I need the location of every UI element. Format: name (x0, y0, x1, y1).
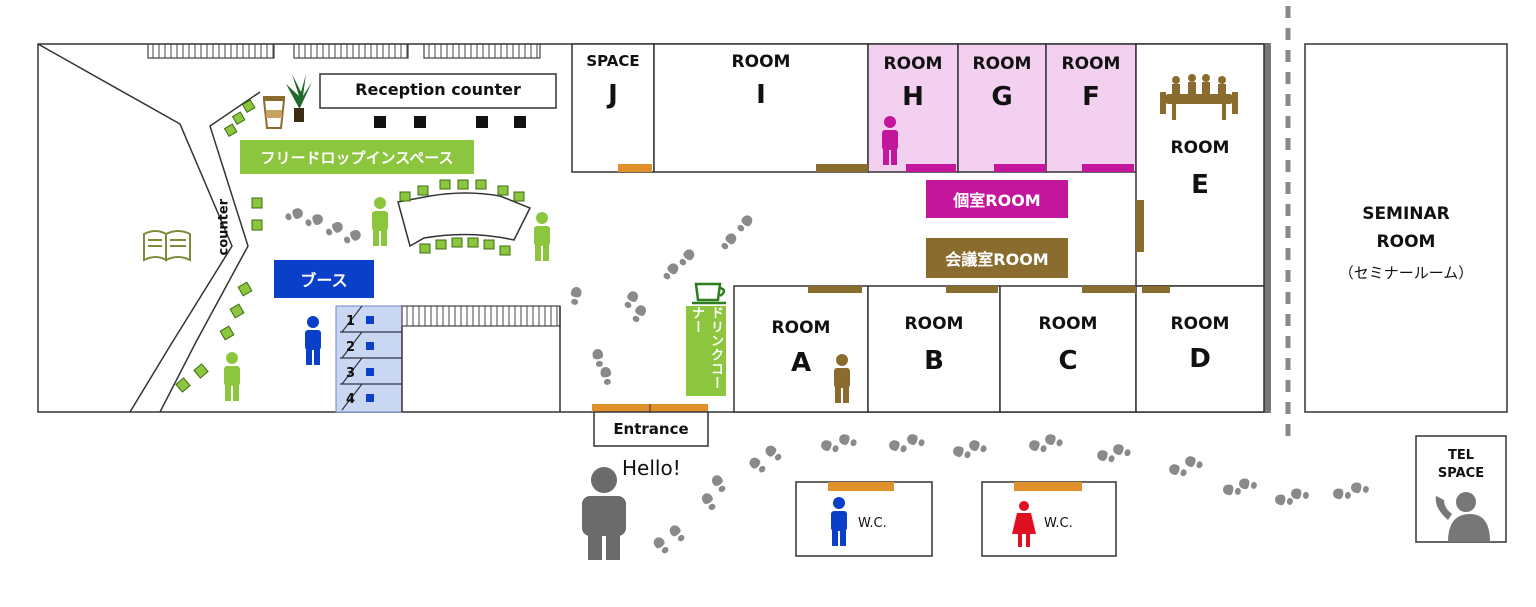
meeting-room-label: 会議室ROOM (945, 250, 1049, 269)
booth-banner (274, 260, 374, 298)
private-room-tag (926, 180, 1068, 218)
counter-wall-inner (159, 91, 261, 413)
woman-icon (1012, 501, 1036, 547)
tel-label: TEL (1447, 448, 1475, 463)
room-e-letter: E (1191, 170, 1209, 200)
counter-label: counter (216, 198, 232, 256)
room-j-letter: J (608, 80, 618, 110)
booth-number: 1 (346, 314, 356, 329)
room-g-letter: G (991, 82, 1013, 112)
reception-counter-label: Reception counter (355, 80, 521, 99)
room-c-letter: C (1058, 346, 1078, 376)
restroom-women (981, 481, 1117, 557)
drink-corner-label: ドリンクコーナー (689, 306, 723, 390)
seminar-room (1304, 43, 1508, 413)
room-e-title: ROOM (1170, 138, 1230, 158)
room-b-letter: B (924, 346, 944, 376)
reception-counter (319, 73, 557, 109)
counter-wall-outer (37, 43, 233, 413)
booth-number: 2 (346, 340, 356, 355)
room-b-title: ROOM (904, 314, 964, 334)
phone-person-icon (1435, 492, 1490, 542)
booth-number: 4 (346, 392, 356, 407)
top-room-doors (618, 164, 1144, 252)
booth-seats (366, 316, 374, 402)
booth-number: 3 (346, 366, 356, 381)
free-space-label: フリードロップインスペース (260, 148, 454, 167)
counter-seats (175, 99, 263, 393)
room-a-title: ROOM (771, 318, 831, 338)
entrance-box (593, 411, 709, 447)
bottom-rooms (733, 285, 1265, 413)
restroom-men (795, 481, 933, 557)
reception-stools (374, 116, 526, 128)
room-d-title: ROOM (1170, 314, 1230, 334)
person-green-icon (224, 352, 240, 401)
meeting-room-tag (926, 238, 1068, 278)
bottom-rail (401, 305, 561, 327)
person-blue-icon (305, 316, 321, 365)
table-seats (399, 179, 525, 256)
seminar-subtitle: ROOM (1376, 232, 1436, 252)
room-h-letter: H (902, 82, 924, 112)
greeting-label: Hello! (622, 456, 681, 480)
cup-icon (692, 282, 726, 305)
visitor-icon (582, 467, 626, 560)
top-rails (147, 43, 541, 59)
room-i-title: ROOM (731, 52, 791, 72)
room-h-title: ROOM (883, 54, 943, 74)
top-rooms (571, 43, 1265, 287)
tel-space-label: SPACE (1437, 466, 1485, 481)
booth-dividers (340, 305, 402, 411)
booth-label: ブース (300, 271, 348, 290)
room-j-title: SPACE (586, 52, 640, 70)
room-g-title: ROOM (972, 54, 1032, 74)
bottom-room-doors (808, 286, 1170, 293)
room-i-letter: I (756, 80, 766, 110)
coffee-cup-icon (262, 96, 286, 129)
free-space-banner (240, 140, 474, 174)
room-d-letter: D (1189, 344, 1211, 374)
wc-men-label: W.C. (858, 516, 887, 531)
seminar-title: SEMINAR (1362, 204, 1450, 224)
meeting-table-icon (1160, 74, 1238, 120)
person-green-icon (372, 197, 388, 246)
entrance-label: Entrance (613, 420, 689, 438)
curved-table (397, 192, 532, 248)
drink-corner (686, 306, 726, 396)
room-a-letter: A (790, 348, 812, 378)
person-green-icon (534, 212, 550, 261)
plant-icon (286, 74, 312, 122)
book-icon (143, 230, 191, 262)
room-f-letter: F (1082, 82, 1100, 112)
room-c-title: ROOM (1038, 314, 1098, 334)
room-f-title: ROOM (1061, 54, 1121, 74)
private-room-label: 個室ROOM (953, 191, 1041, 210)
wc-women-label: W.C. (1044, 516, 1073, 531)
east-wall (1263, 44, 1271, 412)
seminar-japanese: （セミナールーム） (1338, 264, 1474, 282)
